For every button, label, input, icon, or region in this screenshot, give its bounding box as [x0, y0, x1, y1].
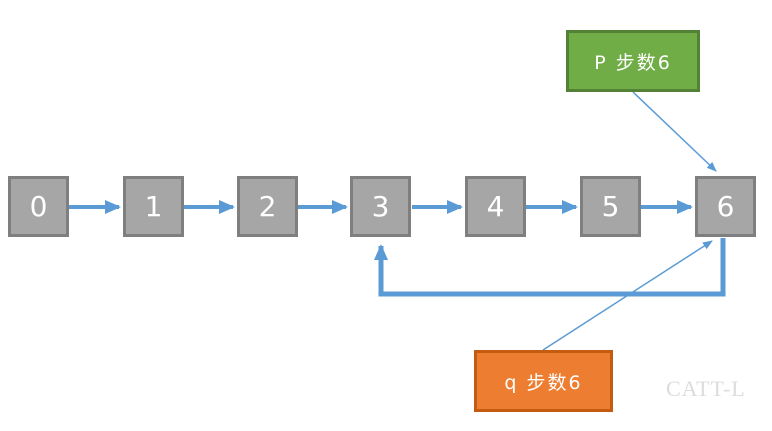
node-5-label: 5 [601, 189, 620, 223]
node-3: 3 [350, 176, 411, 237]
node-4: 4 [465, 176, 526, 237]
node-6-label: 6 [716, 189, 735, 223]
q-pointer-box: q 步数6 [474, 350, 613, 412]
watermark: CATT-L [666, 376, 746, 401]
q-pointer-arrow [542, 240, 713, 351]
p-pointer-box: P 步数6 [566, 30, 700, 92]
node-1-label: 1 [144, 189, 163, 223]
cycle-back-arrow [374, 238, 726, 297]
node-6: 6 [695, 176, 756, 237]
node-4-label: 4 [486, 189, 505, 223]
node-2-label: 2 [258, 189, 277, 223]
node-3-label: 3 [371, 189, 390, 223]
node-0: 0 [8, 176, 69, 237]
q-pointer-label: q 步数6 [504, 371, 583, 394]
node-5: 5 [580, 176, 641, 237]
p-pointer-arrow [632, 91, 717, 172]
p-pointer-label: P 步数6 [594, 51, 672, 74]
node-0-label: 0 [29, 189, 48, 223]
node-1: 1 [123, 176, 184, 237]
node-2: 2 [237, 176, 298, 237]
